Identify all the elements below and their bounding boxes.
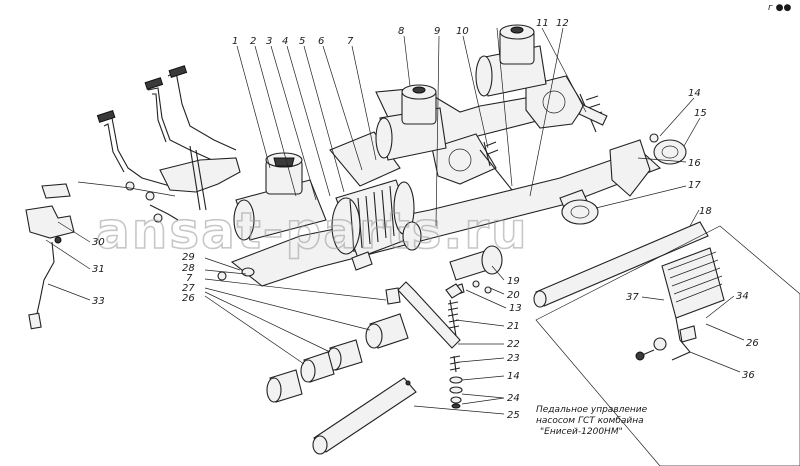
label-20: 20 — [507, 290, 520, 301]
label-9: 9 — [434, 26, 440, 37]
master-cylinder-middle — [375, 84, 447, 161]
caption-line-1: Педальное управление — [536, 405, 648, 415]
label-16: 16 — [688, 158, 701, 169]
label-7: 7 — [347, 36, 354, 47]
long-pin — [312, 377, 417, 455]
washer-stack — [449, 355, 463, 409]
leader-lines — [45, 27, 745, 415]
label-25: 25 — [507, 410, 520, 421]
label-19: 19 — [507, 276, 520, 287]
inset-panel — [535, 225, 800, 466]
label-37: 37 — [626, 292, 639, 303]
label-13: 13 — [509, 303, 522, 314]
label-6: 6 — [318, 36, 324, 47]
label-14b: 14 — [507, 371, 520, 382]
label-34: 33 — [92, 296, 105, 307]
label-31: 30 — [92, 237, 105, 248]
label-12: 12 — [556, 18, 569, 29]
master-cylinder-right — [475, 24, 547, 97]
label-3: 3 — [266, 36, 272, 47]
label-28: 27 — [182, 283, 195, 294]
master-cylinder-left — [233, 152, 327, 241]
label-8: 8 — [398, 26, 404, 37]
label-18: 18 — [699, 206, 712, 217]
label-14: 14 — [688, 88, 701, 99]
caption-line-3: "Енисей-1200НМ" — [540, 427, 623, 437]
label-11: 11 — [536, 18, 549, 29]
label-22: 22 — [507, 339, 520, 350]
label-23: 23 — [507, 353, 520, 364]
lever-assembly — [385, 281, 463, 349]
label-15: 15 — [694, 108, 707, 119]
seal-rings — [561, 133, 687, 225]
label-35: 34 — [736, 291, 749, 302]
label-2: 2 — [250, 36, 256, 47]
label-21: 21 — [507, 321, 520, 332]
label-33: 31 — [92, 264, 105, 275]
watermark: ansat-parts.ru — [96, 202, 529, 260]
pedal-assembly — [77, 65, 241, 223]
label-26: 26 — [746, 338, 759, 349]
corner-mark: г ●● — [768, 3, 791, 13]
label-10: 10 — [456, 26, 469, 37]
shaft-18 — [533, 221, 709, 308]
label-17: 17 — [688, 180, 701, 191]
label-24: 24 — [507, 393, 520, 404]
spring-housing — [331, 179, 422, 259]
label-30: 29 — [182, 252, 195, 263]
label-7b: 7 — [186, 273, 193, 284]
caption-line-2: насосом ГСТ комбайна — [536, 416, 644, 426]
label-27: 26 — [182, 293, 195, 304]
inset-caption: Педальное управление насосом ГСТ комбайн… — [536, 405, 648, 437]
label-4: 4 — [282, 36, 288, 47]
bushings — [266, 313, 409, 403]
label-1: 1 — [232, 36, 238, 47]
small-pedal-and-cable — [25, 183, 75, 330]
label-36: 36 — [742, 370, 755, 381]
part-labels: 1 2 3 4 5 6 7 8 9 10 11 12 14 15 16 17 1… — [92, 18, 759, 421]
label-5: 5 — [299, 36, 305, 47]
label-29: 28 — [182, 263, 195, 274]
